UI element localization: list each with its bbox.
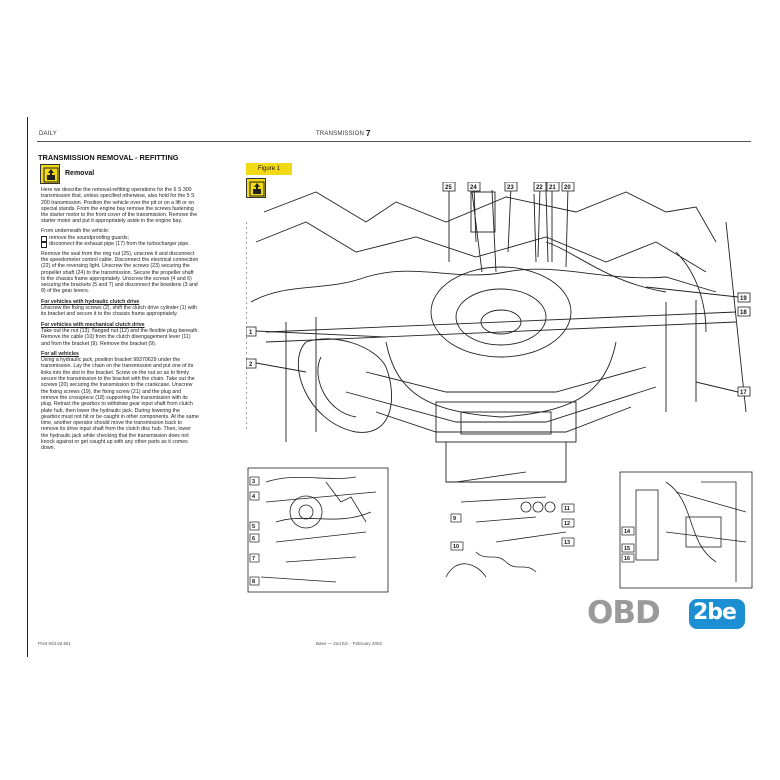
callout-label: 19 [740, 296, 747, 302]
logo-text-obd: OBD [587, 595, 661, 631]
callout-label: 23 [507, 185, 514, 191]
callout-label: 6 [252, 536, 255, 542]
callout-label: 14 [624, 529, 631, 535]
callout-label: 2 [249, 362, 253, 368]
figure-label: Figure 1 [246, 163, 292, 175]
callout-label: 17 [740, 390, 747, 396]
transmission-diagram: 25 24 23 22 21 20 19 18 17 1 2 3 4 5 6 [246, 182, 753, 593]
page-title: TRANSMISSION REMOVAL - REFITTING [38, 153, 179, 162]
callout-label: 25 [445, 185, 452, 191]
mechanical-subheading: For vehicles with mechanical clutch driv… [41, 321, 145, 328]
callout-label: 8 [252, 579, 255, 585]
header-section: TRANSMISSION [316, 131, 365, 137]
header-rule [37, 141, 751, 142]
callout-label: 15 [624, 546, 630, 552]
all-vehicles-subheading: For all vehicles [41, 350, 79, 357]
body-text-column: Here we describe the removal-refitting o… [41, 187, 199, 455]
bullet-item: disconnect the exhaust pipe (17) from th… [41, 241, 199, 249]
callout-label: 21 [549, 185, 556, 191]
callout-label: 20 [564, 185, 571, 191]
removal-icon [40, 164, 60, 184]
inset-mechanical-clutch [445, 471, 567, 578]
section-heading: Removal [65, 170, 95, 177]
steps-paragraph: Remove the seal from the ring nut (25), … [41, 250, 199, 295]
logo-badge: 2be [689, 599, 745, 629]
callout-label: 13 [564, 540, 570, 546]
bullet-item: remove the soundproofing guards; [41, 235, 199, 243]
callout-label: 3 [252, 479, 255, 485]
callout-label: 1 [249, 330, 253, 336]
callout-label: 5 [252, 524, 255, 530]
callout-label: 11 [564, 506, 570, 512]
logo-text-2be: 2be [693, 600, 737, 625]
callout-label: 7 [252, 556, 255, 562]
checkbox-bullet-icon [41, 242, 47, 249]
all-vehicles-paragraph: Using a hydraulic jack, position bracket… [41, 357, 199, 452]
callout-label: 10 [453, 544, 459, 550]
checkbox-bullet-icon [41, 236, 47, 243]
callout-label: 24 [470, 185, 477, 191]
mechanical-paragraph: Take out the nut (13), flanged nut (12) … [41, 327, 199, 347]
inset-hydraulic-clutch [247, 467, 389, 593]
footer-print-number: Print 603.93.551 [38, 641, 72, 646]
callout-label: 12 [564, 521, 570, 527]
underneath-text: From underneath the vehicle: [41, 227, 110, 234]
callout-label: 4 [252, 494, 256, 500]
removal-figure-icon [246, 178, 266, 198]
callout-label: 9 [453, 516, 456, 522]
callout-label: 16 [624, 556, 630, 562]
inset-crosspiece [619, 471, 753, 589]
footer-edition: Base — 2nd Ed. - February 2002 [316, 641, 383, 646]
hydraulic-paragraph: Unscrew the fixing screws (2), shift the… [41, 305, 198, 318]
header-left: DAILY [39, 131, 57, 137]
intro-paragraph: Here we describe the removal-refitting o… [41, 187, 198, 225]
page-number: 7 [366, 129, 371, 138]
callout-label: 22 [536, 185, 543, 191]
callout-label: 18 [740, 310, 747, 316]
hydraulic-subheading: For vehicles with hydraulic clutch drive [41, 298, 140, 305]
